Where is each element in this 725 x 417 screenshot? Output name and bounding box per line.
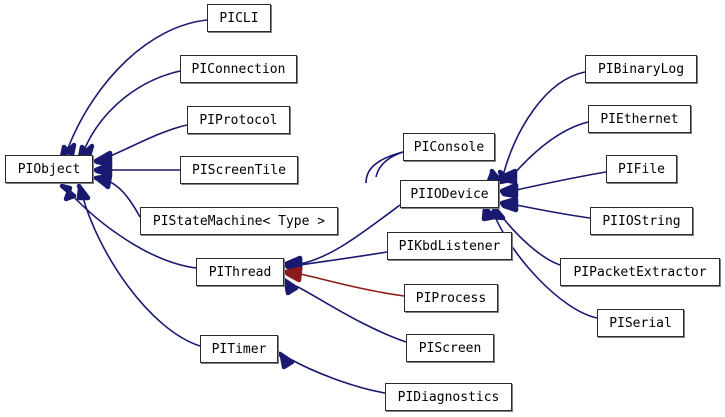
class-label-pithread: PIThread (208, 264, 272, 280)
class-label-piserial: PISerial (609, 315, 672, 331)
class-node-pipacketextractor[interactable]: PIPacketExtractor (560, 258, 720, 286)
class-label-piiodevice: PIIODevice (410, 186, 489, 202)
class-label-pikbdlistener: PIKbdListener (398, 238, 501, 254)
class-label-piconsole: PIConsole (413, 139, 485, 155)
class-node-piscreen[interactable]: PIScreen (406, 334, 494, 362)
class-label-piprotocol: PIProtocol (199, 112, 278, 128)
class-node-piobject[interactable]: PIObject (5, 155, 93, 183)
class-node-piprotocol[interactable]: PIProtocol (187, 106, 290, 134)
class-label-piethernet: PIEthernet (600, 111, 679, 127)
class-node-piprocess[interactable]: PIProcess (404, 284, 498, 312)
class-node-pitimer[interactable]: PITimer (200, 335, 278, 363)
class-node-piserial[interactable]: PISerial (597, 309, 684, 337)
class-node-pibinarylog[interactable]: PIBinaryLog (585, 55, 697, 83)
class-node-piconnection[interactable]: PIConnection (180, 55, 297, 83)
class-label-pidiagnostics: PIDiagnostics (397, 389, 500, 405)
class-node-pikbdlistener[interactable]: PIKbdListener (387, 232, 512, 260)
class-label-piiostring: PIIOString (602, 213, 681, 229)
class-label-piobject: PIObject (17, 161, 81, 177)
class-node-pidiagnostics[interactable]: PIDiagnostics (385, 383, 512, 411)
class-label-pistatemachine: PIStateMachine< Type > (152, 213, 326, 229)
class-label-pifile: PIFile (618, 161, 665, 177)
class-label-piscreen: PIScreen (418, 340, 482, 356)
class-node-piiostring[interactable]: PIIOString (590, 207, 693, 235)
class-node-piethernet[interactable]: PIEthernet (588, 105, 691, 133)
class-label-pitimer: PITimer (211, 341, 267, 357)
class-node-piconsole[interactable]: PIConsole (403, 133, 495, 161)
class-label-picli: PICLI (219, 10, 259, 26)
class-node-piiodevice[interactable]: PIIODevice (400, 180, 499, 208)
class-node-pistatemachine[interactable]: PIStateMachine< Type > (140, 207, 338, 235)
class-node-picli[interactable]: PICLI (207, 4, 271, 32)
class-label-pibinarylog: PIBinaryLog (597, 61, 685, 77)
class-node-pifile[interactable]: PIFile (606, 155, 677, 183)
class-label-piconnection: PIConnection (191, 61, 286, 77)
class-label-pipacketextractor: PIPacketExtractor (573, 264, 707, 280)
class-label-piprocess: PIProcess (415, 290, 487, 306)
class-node-piscreentile[interactable]: PIScreenTile (180, 156, 298, 184)
class-node-pithread[interactable]: PIThread (196, 258, 284, 286)
class-label-piscreentile: PIScreenTile (192, 162, 286, 178)
